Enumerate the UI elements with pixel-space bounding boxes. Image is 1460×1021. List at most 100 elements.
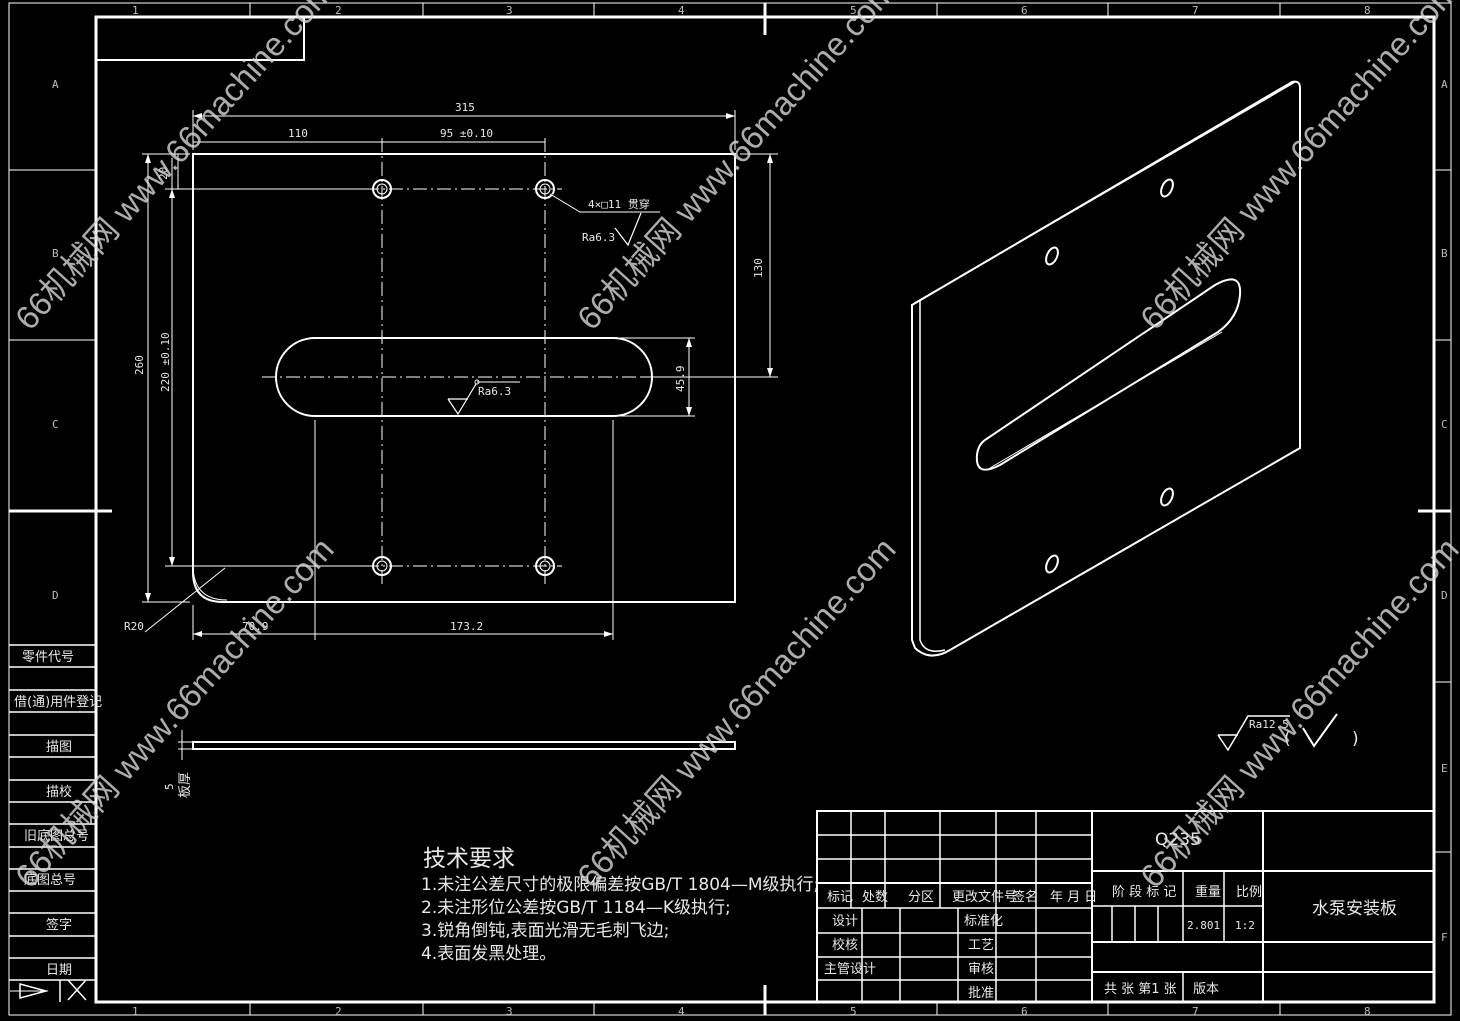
surface-roughness-note: Ra12.5 ( ) [1217,713,1359,752]
zone-col-1: 1 [132,4,139,17]
zone-row-b: B [52,247,59,260]
zone-col-2-bottom: 2 [335,1005,342,1018]
side-signature: 签字 [46,917,72,933]
zone-row-d-right: D [1441,589,1448,602]
dim-height-260: 260 [133,355,146,375]
title-sheets: 共 张 第1 张 [1104,982,1177,997]
plate-front-view [142,110,778,640]
side-old-base-no: 旧底图总号 [24,828,89,844]
zone-col-5: 5 [850,4,857,17]
zone-row-f-right: F [1441,931,1448,944]
dim-slot-width: 45.9 [674,366,687,393]
side-part-code: 零件代号 [22,650,74,665]
title-head-zone: 分区 [908,890,934,905]
surface-open-paren: ( [1284,729,1291,749]
watermark-3: 66机械网 www.66machine.com [1133,0,1460,337]
plate-isometric-view [911,80,1301,657]
zone-col-5-bottom: 5 [850,1005,857,1018]
zone-col-4: 4 [678,4,685,17]
dim-roughness-slot: Ra6.3 [478,385,511,398]
dim-corner-radius: R20 [124,620,144,633]
side-tracing: 描图 [46,740,72,755]
watermarks: 66机械网 www.66machine.com 66机械网 www.66mach… [8,0,1460,895]
zone-labels: 1 2 3 4 5 6 7 8 1 2 3 4 5 6 7 8 A B C D … [52,4,1448,1018]
title-design: 设计 [832,914,858,929]
title-weight-label: 重量 [1195,884,1221,900]
dim-height-220: 220 ±0.10 [159,332,172,392]
technical-requirements: 技术要求 1.未注公差尺寸的极限偏差按GB/T 1804—M级执行; 2.未注形… [421,846,819,964]
dim-vertical-130: 130 [752,258,765,278]
watermark-5: 66机械网 www.66machine.com [570,531,903,895]
dim-hole-callout: 4×□11 贯穿 [588,197,650,211]
dim-thickness-label: 板厚 [178,772,193,798]
title-head-doc: 更改文件号 [952,890,1017,905]
title-standard: 标准化 [964,914,1003,929]
surface-roughness-value: Ra12.5 [1249,718,1289,731]
zone-col-2: 2 [335,4,342,17]
zone-row-c: C [52,418,59,431]
zone-col-8: 8 [1364,4,1371,17]
dim-top-offset: 20 [157,167,170,180]
surface-close-paren: ) [1352,729,1359,749]
title-scale: 1:2 [1235,919,1255,932]
zone-col-1-bottom: 1 [132,1005,139,1018]
title-approve: 批准 [968,986,994,1001]
zone-col-7-bottom: 7 [1192,1005,1199,1018]
side-tracing-check: 描校 [46,784,72,800]
zone-row-b-right: B [1441,247,1448,260]
title-weight: 2.801 [1187,919,1220,932]
tech-req-line-3: 3.锐角倒钝,表面光滑无毛刺飞边; [421,921,669,941]
title-head-sign: 签名 [1012,889,1038,905]
zone-row-a-right: A [1441,78,1448,91]
zone-col-7: 7 [1192,4,1199,17]
roughness-symbol-icon [447,383,477,416]
zone-col-6-bottom: 6 [1021,1005,1028,1018]
roughness-symbol-icon [1217,715,1290,752]
title-process: 工艺 [968,938,994,953]
zone-col-3: 3 [506,4,513,17]
title-scale-label: 比例 [1236,885,1262,900]
dim-slot-length: 173.2 [450,620,483,633]
zone-col-4-bottom: 4 [678,1005,685,1018]
side-borrowed-reg: 借(通)用件登记 [14,695,102,710]
dim-slot-left: 70.9 [242,620,269,633]
dim-overall-width: 315 [455,101,475,114]
title-block: Q235 水泵安装板 2.801 1:2 标记 处数 分区 更改文件号 签名 年… [816,810,1435,1003]
title-material: Q235 [1155,830,1201,850]
tech-req-line-1: 1.未注公差尺寸的极限偏差按GB/T 1804—M级执行; [421,875,819,895]
watermark-6: 66机械网 www.66machine.com [1133,531,1460,895]
zone-row-e-right: E [1441,762,1448,775]
tech-req-line-2: 2.未注形位公差按GB/T 1184—K级执行; [421,898,731,918]
slot-outline [275,337,653,417]
dim-thickness-value: 5 [163,783,176,790]
dim-hole-spacing: 95 ±0.10 [440,127,493,140]
title-version: 版本 [1193,982,1219,997]
title-check: 校核 [832,937,858,953]
zone-col-6: 6 [1021,4,1028,17]
title-head-date: 年 月 日 [1050,890,1097,905]
title-review: 审核 [968,962,994,977]
drawing-frame [8,2,1452,1016]
zone-col-8-bottom: 8 [1364,1005,1371,1018]
tech-req-title: 技术要求 [423,846,515,872]
title-head-count: 处数 [862,890,888,905]
roughness-symbol-icon [614,212,642,247]
dimension-labels: 315 110 95 ±0.10 20 4×□11 贯穿 Ra6.3 130 2… [124,101,765,633]
dim-left-offset: 110 [288,127,308,140]
zone-row-a: A [52,78,59,91]
plate-thickness-view: 5 板厚 [163,730,736,798]
side-registration-block: 零件代号 借(通)用件登记 描图 描校 旧底图总号 底图总号 签字 日期 [9,644,102,1002]
watermark-1: 66机械网 www.66machine.com [8,0,341,337]
side-date: 日期 [46,963,72,978]
zone-row-c-right: C [1441,418,1448,431]
title-chief: 主管设计 [824,962,876,977]
side-base-no: 底图总号 [24,872,76,888]
watermark-2: 66机械网 www.66machine.com [570,0,903,337]
tech-req-line-4: 4.表面发黑处理。 [421,944,556,964]
title-part-name: 水泵安装板 [1312,899,1397,919]
check-roughness-icon [1302,713,1338,748]
dim-roughness-hole: Ra6.3 [582,231,615,244]
title-head-mark: 标记 [827,890,853,905]
zone-row-d: D [52,589,59,602]
